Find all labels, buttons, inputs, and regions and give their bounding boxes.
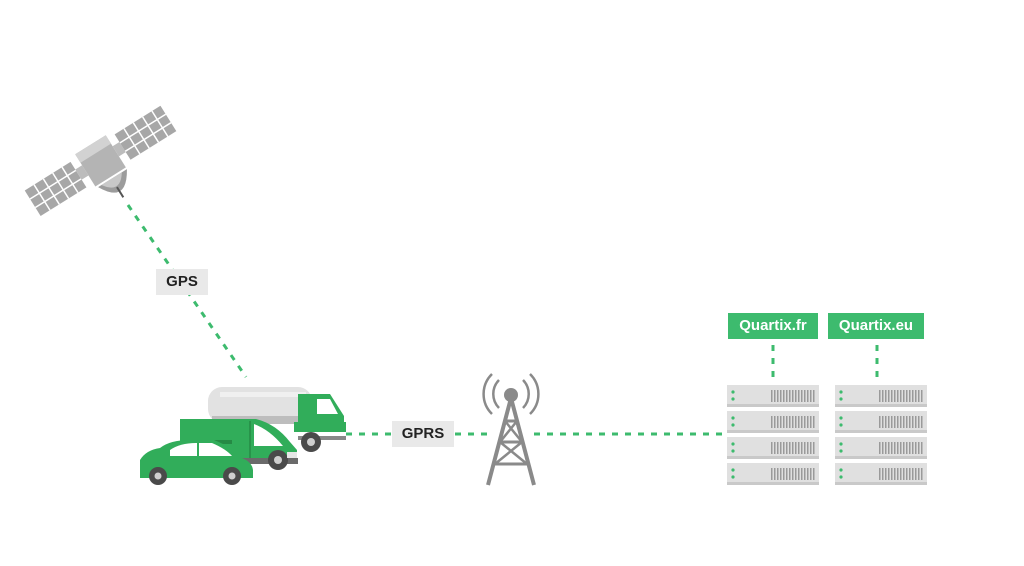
server-unit <box>835 437 927 459</box>
satellite-icon <box>24 105 177 216</box>
server-unit <box>835 411 927 433</box>
server-unit <box>835 385 927 407</box>
server-rack-icon <box>835 385 927 485</box>
server-label-fr: Quartix.fr <box>728 313 818 339</box>
server-unit <box>727 437 819 459</box>
gprs-label: GPRS <box>392 421 454 447</box>
truck-icon <box>208 387 346 452</box>
server-label-eu: Quartix.eu <box>828 313 924 339</box>
server-unit <box>727 411 819 433</box>
server-unit <box>727 385 819 407</box>
server-unit <box>727 463 819 485</box>
server-rack-icon <box>727 385 819 485</box>
gps-label: GPS <box>156 269 208 295</box>
server-unit <box>835 463 927 485</box>
cell-tower-icon <box>482 373 540 486</box>
car-icon <box>140 440 253 485</box>
